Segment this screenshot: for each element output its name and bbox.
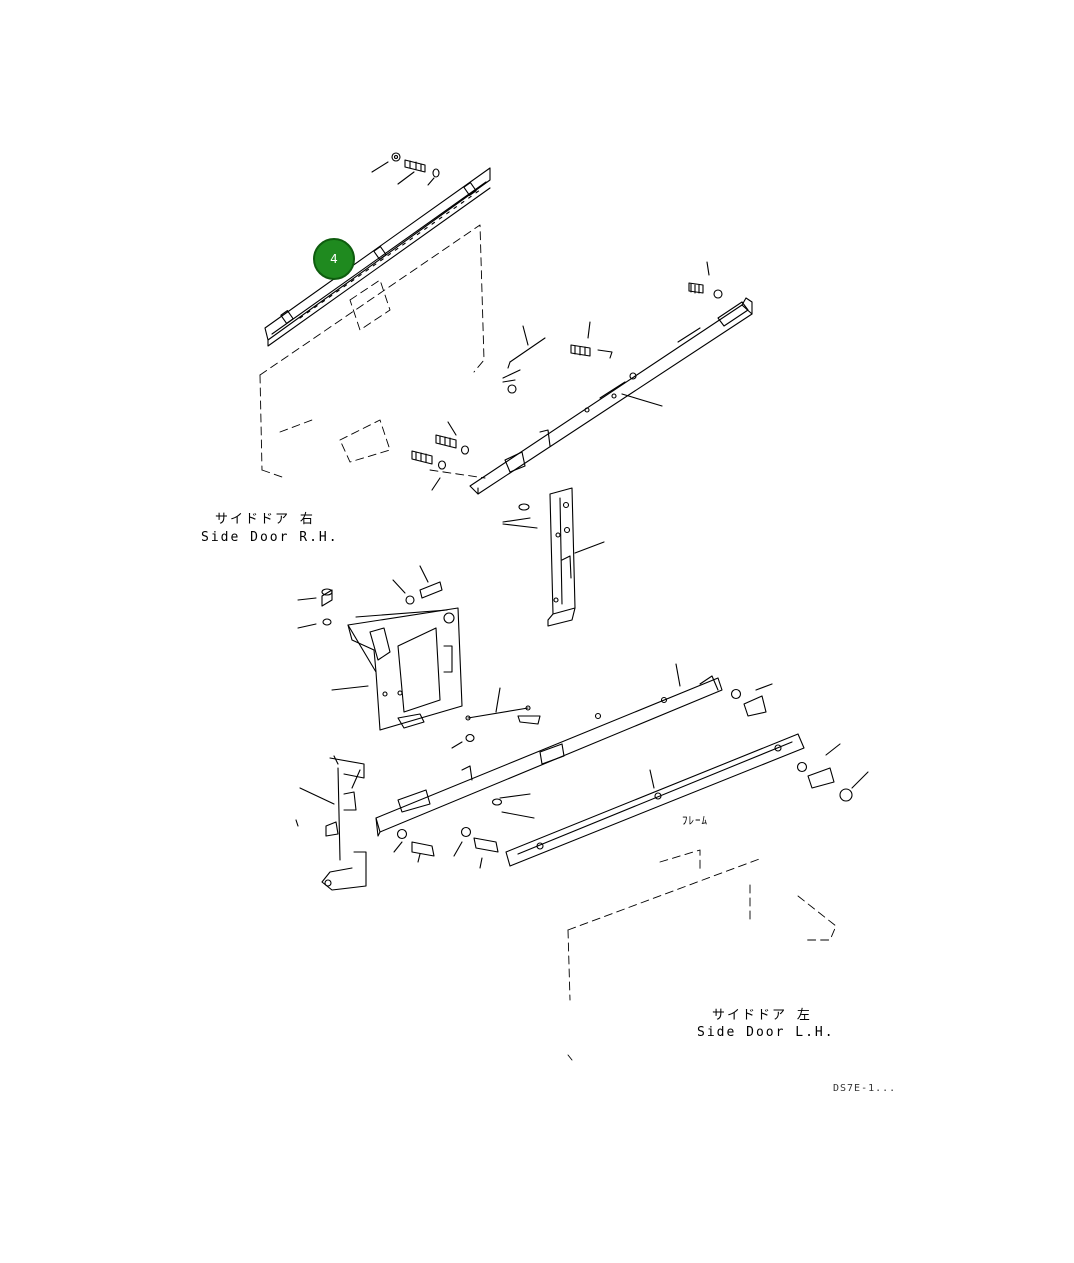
side-door-rh-outline bbox=[259, 224, 486, 479]
pillar-bracket bbox=[547, 487, 605, 627]
top-bolt-group bbox=[371, 152, 440, 186]
side-door-rh-label-jp: サイドドア 右 bbox=[215, 512, 315, 527]
side-door-lh-outline bbox=[567, 849, 837, 1061]
upper-rail-lh bbox=[469, 261, 753, 495]
bottom-rail bbox=[505, 733, 869, 867]
side-door-rh-label: Side Door R.H. bbox=[201, 530, 339, 545]
reference-mark-label: ﾌﾚｰﾑ bbox=[682, 814, 708, 827]
upper-rail-rh bbox=[264, 167, 491, 347]
side-door-lh-label-jp: サイドドア 左 bbox=[712, 1008, 812, 1023]
frame-bracket bbox=[297, 565, 463, 731]
middle-fastener-group bbox=[411, 321, 613, 529]
part-callout-4[interactable]: 4 bbox=[313, 238, 355, 280]
part-callout-number: 4 bbox=[330, 252, 338, 266]
lower-fastener-group bbox=[393, 793, 535, 869]
hinge-bracket bbox=[295, 755, 367, 891]
side-door-lh-label: Side Door L.H. bbox=[697, 1025, 835, 1040]
drawing-code: DS7E-1... bbox=[833, 1083, 897, 1094]
lower-rail bbox=[375, 663, 773, 837]
